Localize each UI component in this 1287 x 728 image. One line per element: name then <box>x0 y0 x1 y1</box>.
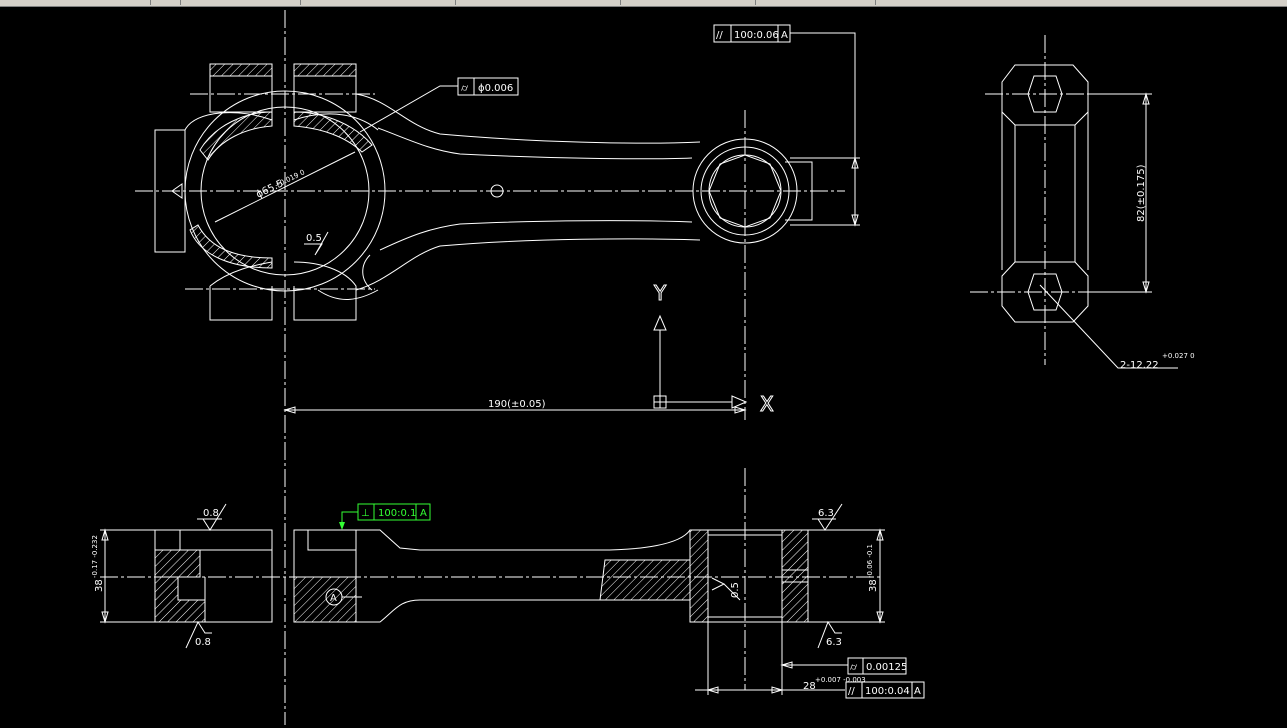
svg-text:100:0.1: 100:0.1 <box>378 508 416 519</box>
parallel-frame-top: // 100:0.06 A <box>713 24 860 227</box>
svg-text:A: A <box>420 508 427 519</box>
svg-text:6.3: 6.3 <box>818 508 834 519</box>
svg-text:100:0.04: 100:0.04 <box>865 686 910 697</box>
toolbar-segment <box>150 0 181 5</box>
big-end-section: A <box>154 529 600 623</box>
ucs-icon: Y X <box>653 281 775 417</box>
datum-a-label: A <box>330 593 337 604</box>
svg-text:⌭: ⌭ <box>850 662 858 673</box>
svg-text:+0.007 -0.003: +0.007 -0.003 <box>815 676 866 684</box>
surface-finish-right-top: 6.3 <box>812 503 843 531</box>
center-distance-dimension: 190(±0.05) <box>283 399 747 414</box>
svg-text:⊥: ⊥ <box>361 508 370 519</box>
small-end-section <box>689 529 809 623</box>
svg-text:0.8: 0.8 <box>195 637 211 648</box>
svg-text:38: 38 <box>94 579 105 592</box>
surface-finish-left-top: 0.8 <box>197 503 227 531</box>
top-toolbar-strip <box>0 0 1287 7</box>
toolbar-segment <box>755 0 876 5</box>
svg-text:⌭: ⌭ <box>461 83 469 94</box>
cad-drawing-canvas[interactable]: ϕ65.5 +0.019 0 0.5 ⌭ ϕ0.006 // 100:0.06 … <box>0 6 1287 728</box>
svg-text:38: 38 <box>868 579 879 592</box>
toolbar-segment <box>0 0 151 5</box>
side-view: 82(±0.175) 2-12.22 +0.027 0 <box>970 35 1195 371</box>
big-bore-dimension-line <box>214 151 356 223</box>
svg-text:6.3: 6.3 <box>826 637 842 648</box>
svg-text:0.5: 0.5 <box>730 582 741 598</box>
ucs-x-label: X <box>760 392 774 416</box>
svg-text:0.00125: 0.00125 <box>866 662 907 673</box>
svg-text:0.5: 0.5 <box>306 233 322 244</box>
svg-text:-0.17 -0.232: -0.17 -0.232 <box>91 535 99 578</box>
svg-text:A: A <box>914 686 921 697</box>
perpendicularity-frame-green: ⊥ 100:0.1 A <box>339 503 431 530</box>
surface-finish-left-bottom: 0.8 <box>185 620 212 649</box>
ucs-y-label: Y <box>653 281 667 305</box>
svg-text:ϕ0.006: ϕ0.006 <box>478 83 513 94</box>
svg-text:-0.06 -0.1: -0.06 -0.1 <box>866 544 874 578</box>
shank-section <box>599 529 691 601</box>
surface-finish-bore-small: 0.5 <box>711 577 741 601</box>
svg-text://: // <box>716 30 723 41</box>
surface-finish-right-bottom: 6.3 <box>817 620 842 649</box>
left-width-dimension: 38 -0.17 -0.232 <box>91 528 155 624</box>
svg-text://: // <box>848 686 855 697</box>
bolt-hole-dimension-text: 2-12.22 <box>1120 360 1159 371</box>
toolbar-segment <box>455 0 621 5</box>
svg-text:100:0.06: 100:0.06 <box>734 30 779 41</box>
cylindricity-frame-small: ⌭ 0.00125 <box>780 657 907 675</box>
svg-text:190(±0.05): 190(±0.05) <box>488 399 546 410</box>
svg-text:0.8: 0.8 <box>203 508 219 519</box>
cylindricity-frame-big: ⌭ ϕ0.006 <box>457 77 519 96</box>
toolbar-segment <box>300 0 456 5</box>
small-end-top-view <box>692 138 813 244</box>
svg-text:28: 28 <box>803 681 816 692</box>
big-end-top-view <box>154 63 386 321</box>
parallel-frame-bottom: // 100:0.04 A <box>845 681 925 699</box>
leader-cylindricity-big <box>359 85 458 133</box>
svg-text:A: A <box>781 30 788 41</box>
shank-top-view <box>355 93 701 291</box>
toolbar-segment <box>620 0 756 5</box>
right-width-dimension: 38 -0.06 -0.1 <box>808 528 885 624</box>
height-dimension-text: 82(±0.175) <box>1136 164 1147 222</box>
small-bore-dimension: 28 +0.007 -0.003 <box>695 622 866 695</box>
surface-finish-bore-big: 0.5 <box>304 231 329 256</box>
toolbar-segment <box>180 0 301 5</box>
bolt-hole-tolerance-text: +0.027 0 <box>1162 352 1195 360</box>
